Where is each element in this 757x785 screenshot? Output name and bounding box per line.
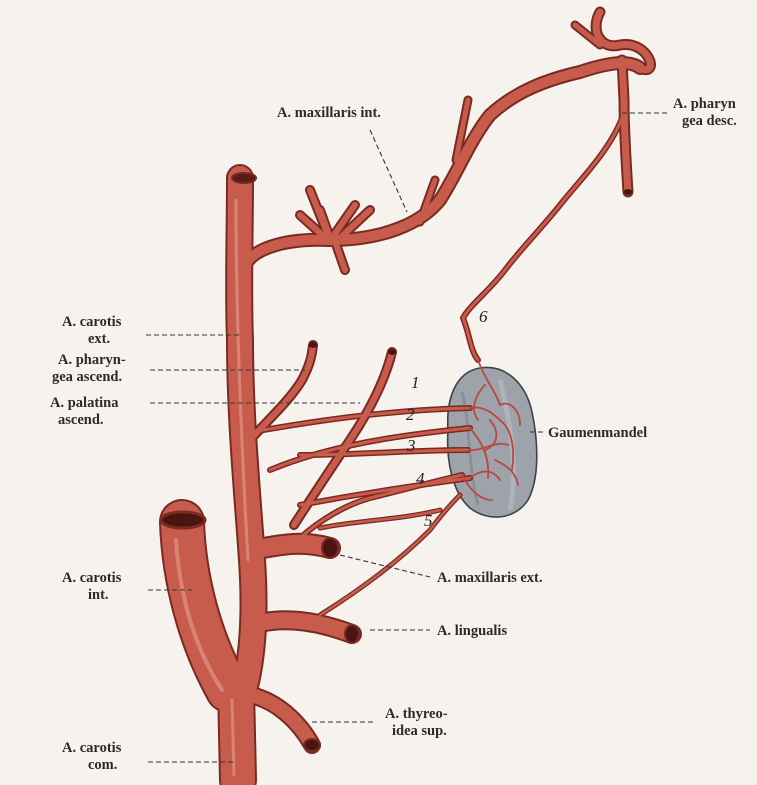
label-thyreoidea-sup: A. thyreo- idea sup. <box>385 706 451 739</box>
branch-number-1: 1 <box>411 373 420 392</box>
label-maxillaris-int: A. maxillaris int. <box>277 105 381 121</box>
label-palatina-ascend: A. palatina ascend. <box>50 395 122 428</box>
branch-number-5: 5 <box>424 511 433 530</box>
label-lingualis: A. lingualis <box>437 623 507 639</box>
arteries <box>161 12 650 780</box>
label-carotis-ext: A. carotis ext. <box>62 314 125 347</box>
label-carotis-int: A. carotis int. <box>62 570 125 603</box>
label-carotis-com: A. carotis com. <box>62 740 125 773</box>
branch-number-6: 6 <box>479 307 488 326</box>
branch-number-2: 2 <box>406 405 415 424</box>
label-pharyngea-desc: A. pharyn gea desc. <box>673 96 739 129</box>
branch-number-4: 4 <box>416 469 425 488</box>
label-gaumenmandel: Gaumenmandel <box>548 425 647 441</box>
label-pharyngea-ascend: A. pharyn- gea ascend. <box>52 352 129 385</box>
branch-number-3: 3 <box>406 436 416 455</box>
label-maxillaris-ext: A. maxillaris ext. <box>437 570 543 586</box>
